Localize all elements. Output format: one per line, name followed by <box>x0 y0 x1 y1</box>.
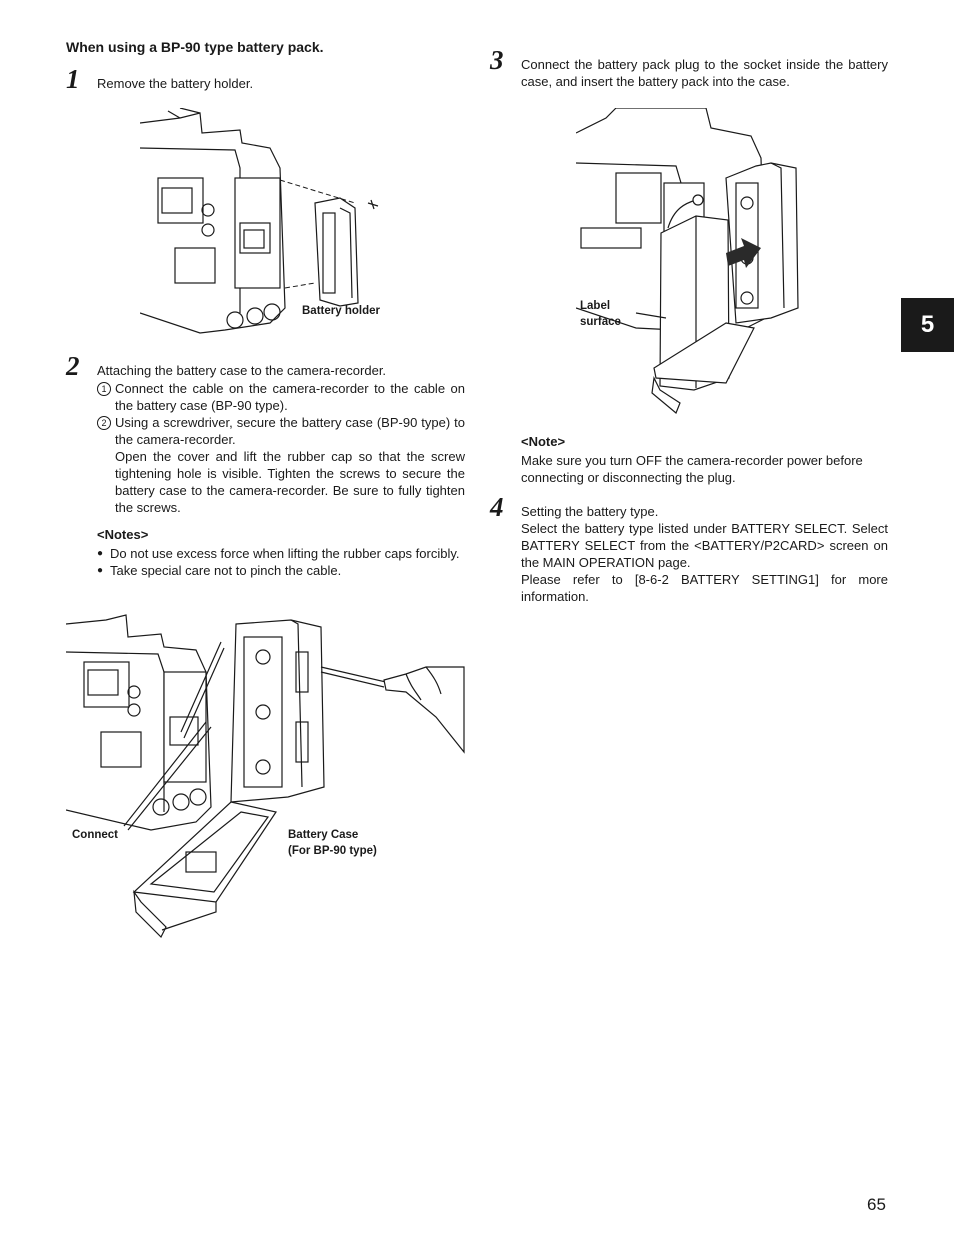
substep-1: 1 Connect the cable on the camera-record… <box>97 380 465 414</box>
step-2-text: Attaching the battery case to the camera… <box>97 363 387 378</box>
notes-item-text: Do not use excess force when lifting the… <box>110 546 460 561</box>
figure-2-label-battery-case: Battery Case <box>288 829 359 841</box>
notes-title: <Notes> <box>97 527 149 542</box>
note-title: <Note> <box>521 434 566 449</box>
step-4-line-1: Setting the battery type. <box>521 504 659 519</box>
circled-number-1: 1 <box>97 382 111 396</box>
substep-2-detail: Open the cover and lift the rubber cap s… <box>115 449 465 515</box>
step-4-number: 4 <box>490 492 504 522</box>
figure-attach-battery-case: Connect Battery Case (For BP-90 type) <box>66 612 466 942</box>
bullet-icon: ● <box>97 565 104 576</box>
section-heading: When using a BP-90 type battery pack. <box>66 39 324 55</box>
step-4-line-2: Select the battery type listed under BAT… <box>521 521 888 570</box>
chapter-tab: 5 <box>901 298 954 352</box>
camera-battery-holder-illustration <box>140 108 379 334</box>
step-3-text: Connect the battery pack plug to the soc… <box>521 57 888 89</box>
notes-item-text: Take special care not to pinch the cable… <box>110 563 342 578</box>
step-2-substeps: 1 Connect the cable on the camera-record… <box>97 380 465 520</box>
figure-2-label-connect: Connect <box>72 829 118 841</box>
figure-insert-battery-pack: Label surface <box>576 108 806 426</box>
note-text: Make sure you turn OFF the camera-record… <box>521 453 863 485</box>
bullet-icon: ● <box>97 548 104 559</box>
step-1-number: 1 <box>66 64 80 94</box>
step-1-text: Remove the battery holder. <box>97 76 254 91</box>
notes-item: ● Do not use excess force when lifting t… <box>97 545 465 562</box>
substep-2: 2 Using a screwdriver, secure the batter… <box>97 414 465 516</box>
step-4-line-3: Please refer to [8-6-2 BATTERY SETTING1]… <box>521 572 888 604</box>
circled-number-2: 2 <box>97 416 111 430</box>
figure-1-label-battery-holder: Battery holder <box>302 305 380 317</box>
substep-2-text: Using a screwdriver, secure the battery … <box>115 415 465 447</box>
step-3-number: 3 <box>490 45 504 75</box>
battery-case-attachment-illustration <box>66 614 465 939</box>
notes-list: ● Do not use excess force when lifting t… <box>97 545 465 579</box>
figure-3-label-label: Label <box>580 300 611 312</box>
figure-3-label-surface: surface <box>580 316 621 328</box>
figure-remove-battery-holder: Battery holder <box>140 108 400 340</box>
figure-2-label-bp90-type: (For BP-90 type) <box>288 845 377 857</box>
notes-item: ● Take special care not to pinch the cab… <box>97 562 465 579</box>
battery-pack-insertion-illustration <box>576 108 799 414</box>
page-number: 65 <box>867 1195 886 1214</box>
step-2-number: 2 <box>66 351 80 381</box>
step-4-text: Setting the battery type. Select the bat… <box>521 503 888 605</box>
substep-1-text: Connect the cable on the camera-recorder… <box>115 381 465 413</box>
